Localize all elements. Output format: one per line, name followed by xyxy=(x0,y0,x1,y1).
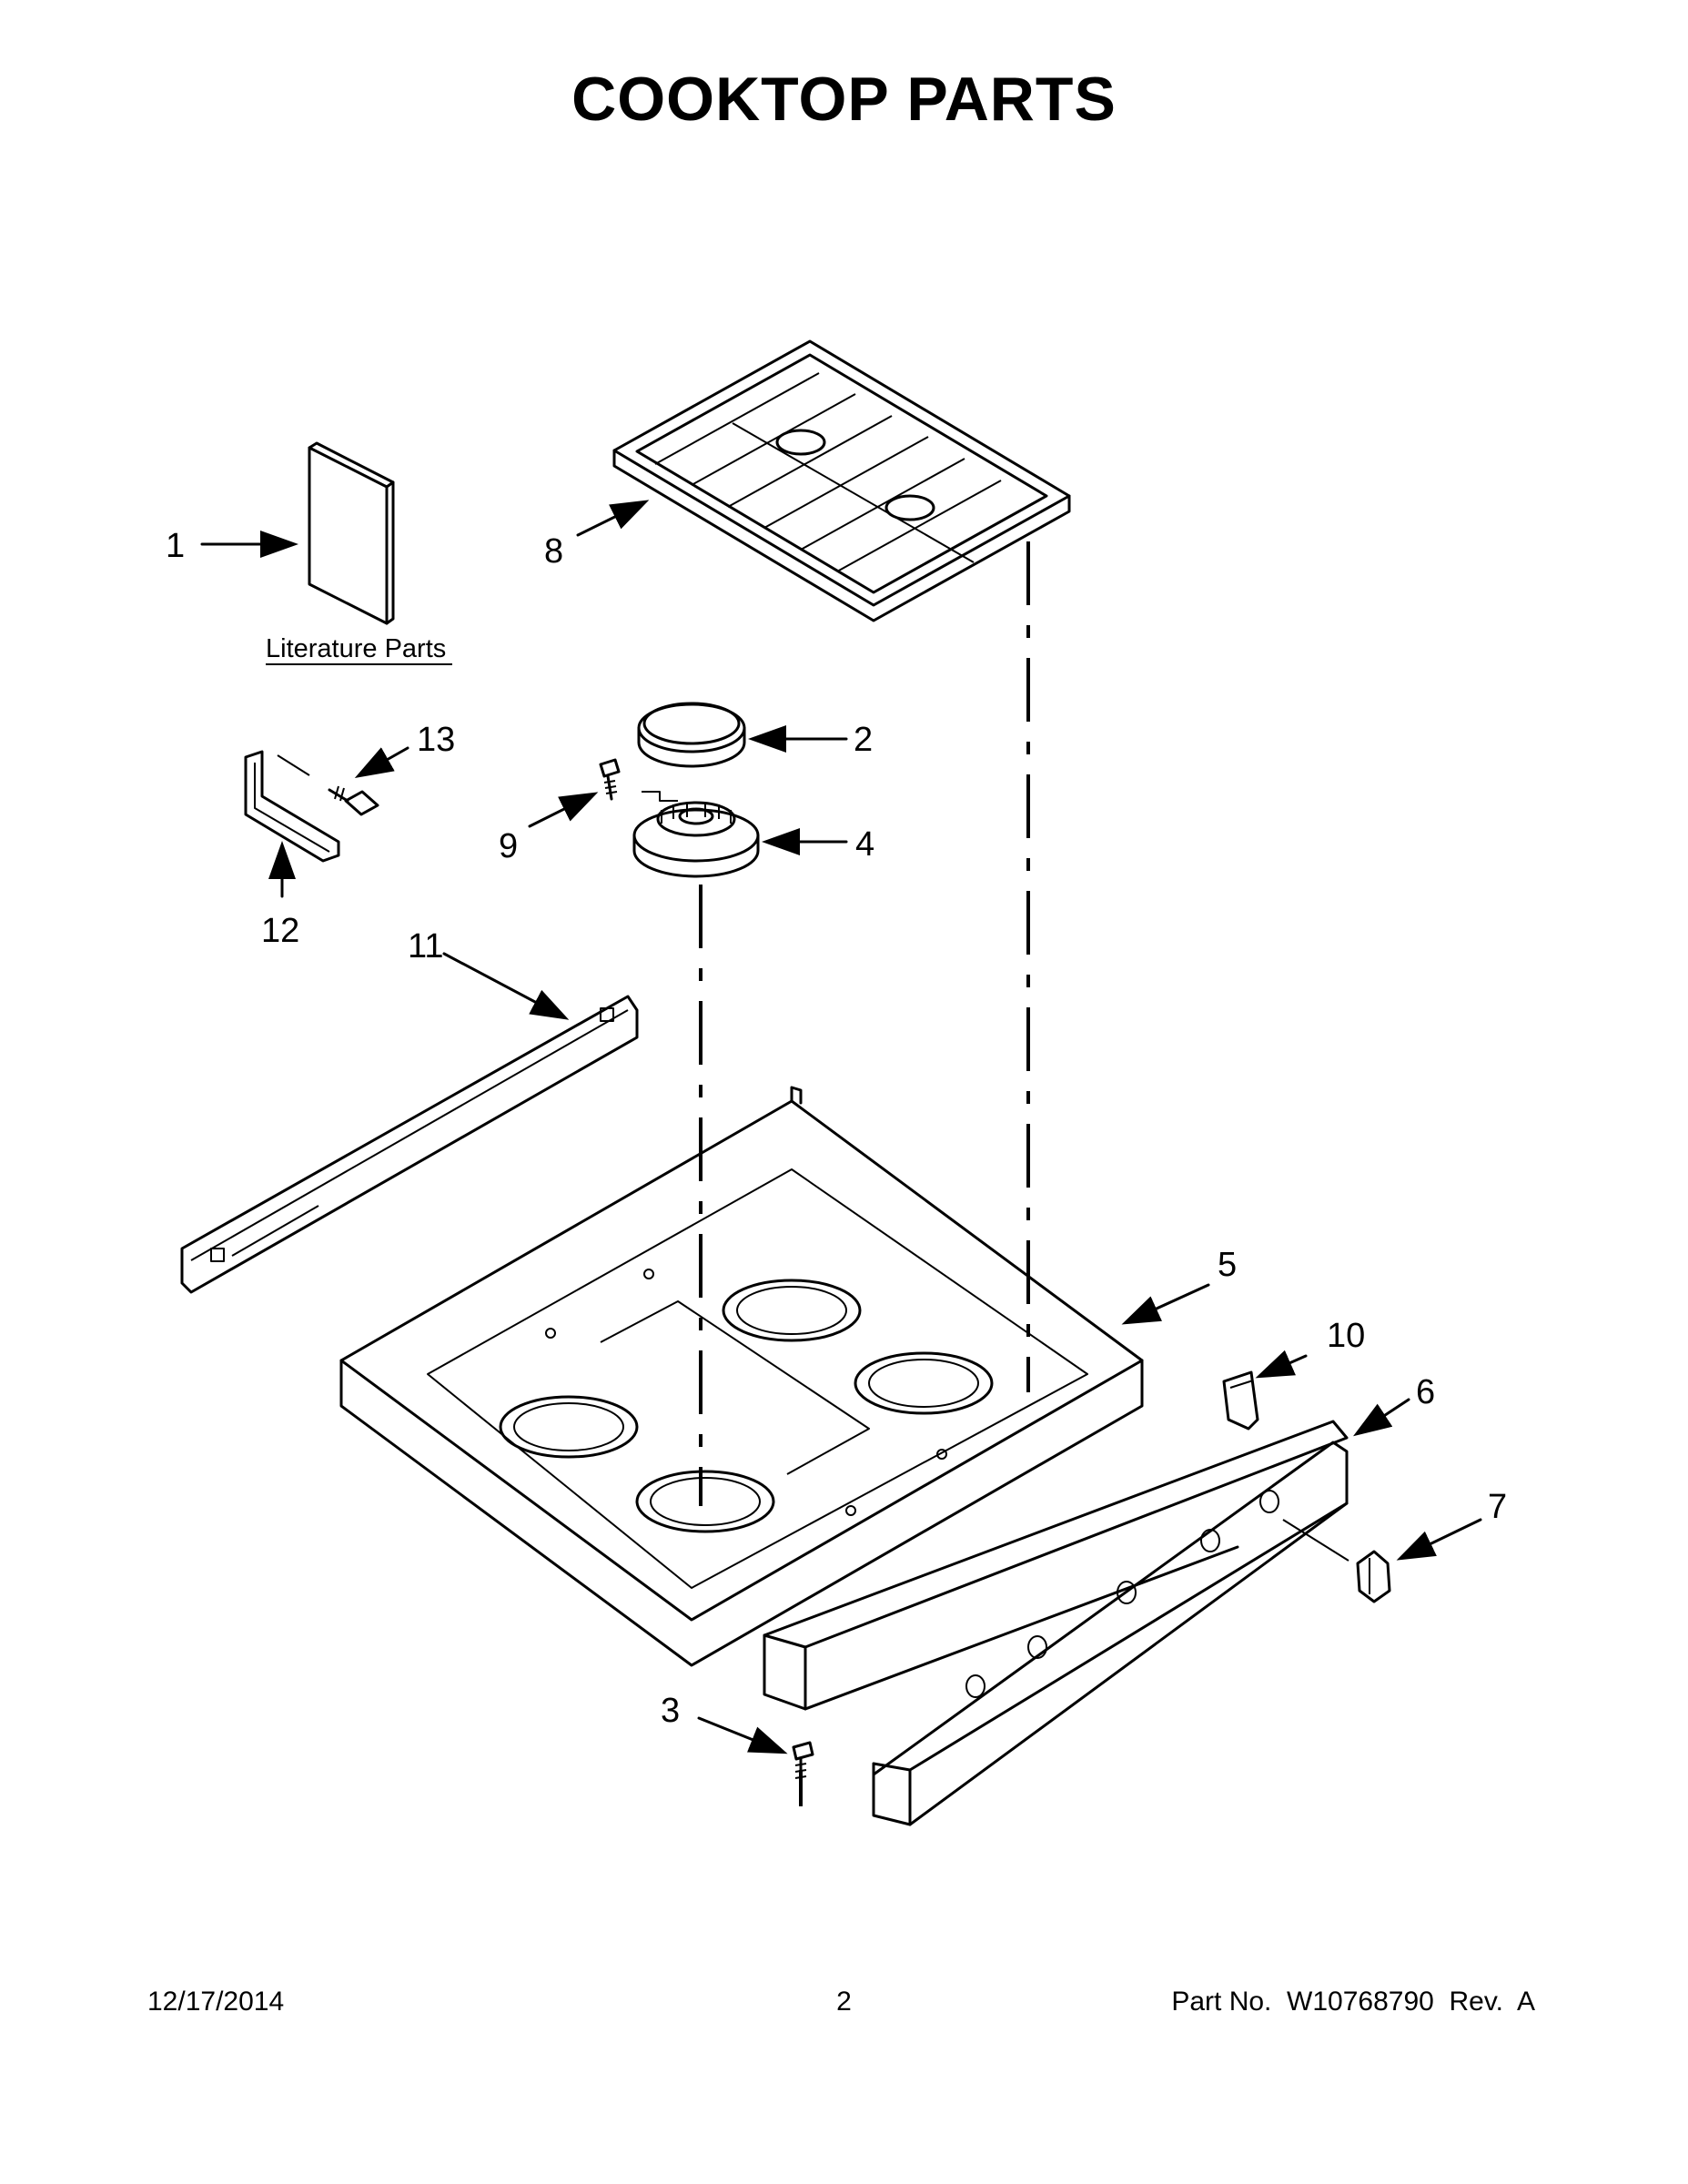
literature-booklet xyxy=(308,441,395,625)
callout-3: 3 xyxy=(661,1692,680,1730)
burner-cap xyxy=(637,702,746,768)
control-knob xyxy=(1356,1550,1391,1603)
leader-8 xyxy=(576,500,650,537)
callout-10: 10 xyxy=(1327,1317,1365,1355)
footer-page-number: 2 xyxy=(836,1987,852,2017)
mounting-screw xyxy=(792,1741,814,1790)
literature-label: Literature Parts xyxy=(266,634,446,663)
leader-13 xyxy=(354,746,409,778)
leader-7 xyxy=(1396,1518,1482,1561)
callout-2: 2 xyxy=(854,721,873,759)
control-manifold-panel xyxy=(763,1420,1349,1826)
footer-date: 12/17/2014 xyxy=(147,1987,285,2017)
leader-10 xyxy=(1255,1350,1308,1379)
callout-9: 9 xyxy=(499,827,518,865)
callout-1: 1 xyxy=(166,527,185,565)
bracket xyxy=(244,750,340,863)
burner-screw xyxy=(599,758,678,802)
leader-5 xyxy=(1121,1283,1210,1325)
bracket-screw xyxy=(328,785,379,816)
leader-11 xyxy=(442,952,570,1020)
callout-13: 13 xyxy=(417,721,455,759)
callout-4: 4 xyxy=(855,825,874,864)
callout-12: 12 xyxy=(261,912,299,950)
footer-part-number: Part No. W10768790 Rev. A xyxy=(1171,1987,1535,2017)
callout-5: 5 xyxy=(1218,1246,1237,1284)
callout-7: 7 xyxy=(1488,1488,1507,1526)
manifold-bracket xyxy=(1222,1370,1259,1431)
cooktop-grate xyxy=(612,339,1071,622)
callout-6: 6 xyxy=(1416,1373,1435,1411)
knob-axis-line xyxy=(1282,1519,1349,1562)
rear-trim-strip xyxy=(180,995,639,1294)
cooktop-main-top xyxy=(339,1086,1144,1667)
burner-base xyxy=(632,801,760,878)
page-title: COOKTOP PARTS xyxy=(571,65,1117,134)
callout-11: 11 xyxy=(408,927,443,966)
leader-9 xyxy=(528,792,599,828)
leader-3 xyxy=(697,1716,788,1754)
callout-8: 8 xyxy=(544,532,563,571)
leader-6 xyxy=(1352,1398,1410,1437)
